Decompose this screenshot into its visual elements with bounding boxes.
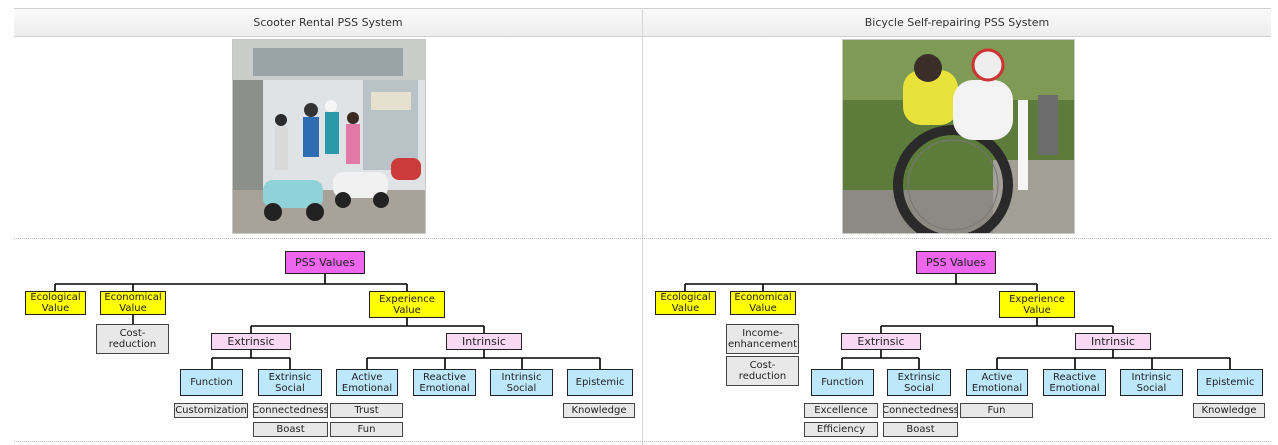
- extrinsic-node: Extrinsic: [211, 333, 291, 350]
- intrinsic-node: Intrinsic: [446, 333, 522, 350]
- function-node: Function: [811, 369, 874, 396]
- active-emotional-node: Active Emotional: [966, 369, 1028, 396]
- ecological-value-node: Ecological Value: [25, 291, 86, 315]
- extrinsic-social-node: Extrinsic Social: [258, 369, 322, 396]
- intrinsic-node: Intrinsic: [1075, 333, 1151, 350]
- function-node: Function: [180, 369, 243, 396]
- pss-values-root: PSS Values: [916, 251, 996, 274]
- economical-value-node: Economical Value: [730, 291, 796, 315]
- reactive-emotional-node: Reactive Emotional: [1043, 369, 1106, 396]
- function-item-excellence: Excellence: [804, 403, 878, 418]
- social-item-connectedness: Connectedness: [253, 403, 328, 418]
- column-title: Scooter Rental PSS System: [253, 16, 403, 29]
- function-item-efficiency: Efficiency: [804, 422, 878, 437]
- column-divider: [642, 8, 643, 445]
- epistemic-item-knowledge: Knowledge: [563, 403, 635, 418]
- bicycle-repair-photo: [842, 39, 1075, 234]
- active-item-fun: Fun: [330, 422, 403, 437]
- experience-value-node: Experience Value: [999, 291, 1075, 318]
- epistemic-node: Epistemic: [567, 369, 633, 396]
- bicycle-repair-image: [843, 40, 1074, 233]
- epistemic-node: Epistemic: [1197, 369, 1263, 396]
- scooter-rental-photo: [232, 39, 426, 234]
- bottom-divider: [14, 441, 1271, 442]
- column-title: Bicycle Self-repairing PSS System: [864, 16, 1050, 29]
- economical-item-cost-reduction: Cost- reduction: [96, 324, 169, 354]
- active-item-trust: Trust: [330, 403, 403, 418]
- experience-value-node: Experience Value: [369, 291, 445, 318]
- extrinsic-social-node: Extrinsic Social: [887, 369, 951, 396]
- scooter-shop-image: [233, 40, 425, 233]
- epistemic-item-knowledge: Knowledge: [1193, 403, 1265, 418]
- reactive-emotional-node: Reactive Emotional: [413, 369, 476, 396]
- social-item-connectedness: Connectedness: [883, 403, 958, 418]
- extrinsic-node: Extrinsic: [841, 333, 921, 350]
- active-item-fun: Fun: [960, 403, 1033, 418]
- economical-value-node: Economical Value: [100, 291, 166, 315]
- pss-values-root: PSS Values: [285, 251, 365, 274]
- ecological-value-node: Ecological Value: [655, 291, 716, 315]
- row-divider: [14, 238, 1271, 239]
- economical-item-cost-reduction: Cost- reduction: [726, 356, 799, 386]
- social-item-boast: Boast: [883, 422, 958, 437]
- intrinsic-social-node: Intrinsic Social: [490, 369, 553, 396]
- social-item-boast: Boast: [253, 422, 328, 437]
- intrinsic-social-node: Intrinsic Social: [1120, 369, 1183, 396]
- column-header-bicycle: Bicycle Self-repairing PSS System: [643, 8, 1271, 37]
- function-item-customization: Customization: [174, 403, 248, 418]
- active-emotional-node: Active Emotional: [336, 369, 398, 396]
- column-header-scooter: Scooter Rental PSS System: [14, 8, 642, 37]
- economical-item-income-enhancement: Income- enhancement: [726, 324, 799, 354]
